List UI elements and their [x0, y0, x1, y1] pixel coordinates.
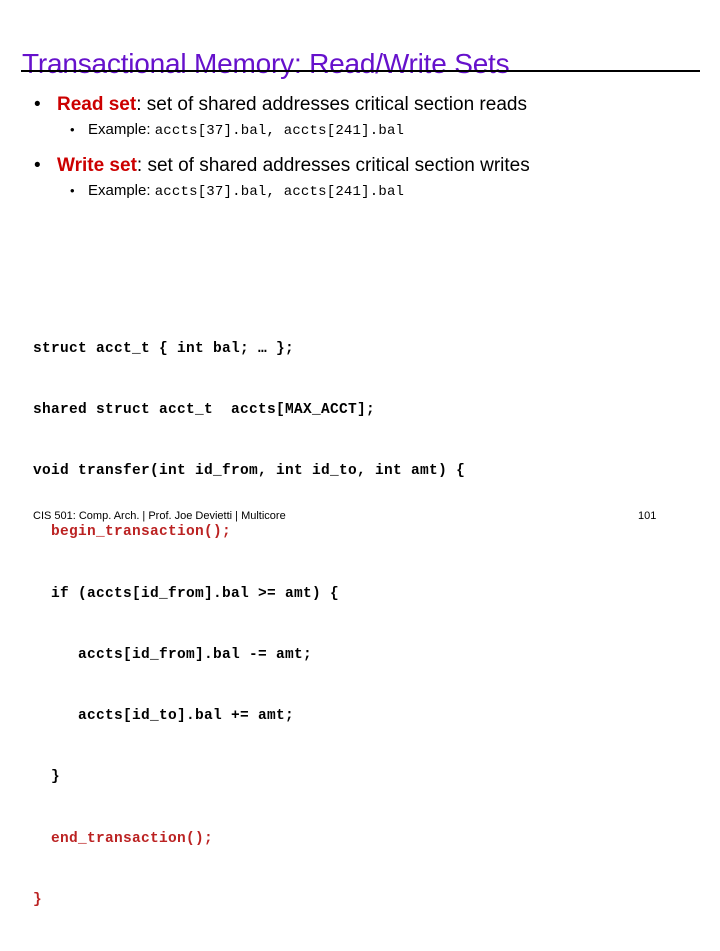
- code-line: shared struct acct_t accts[MAX_ACCT];: [33, 402, 376, 419]
- bullet-read-set-text: : set of shared addresses critical secti…: [136, 94, 527, 115]
- code-line: accts[id_to].bal += amt;: [33, 708, 295, 725]
- page-number: 101: [638, 510, 657, 522]
- code-line: }: [33, 769, 61, 786]
- bullet-read-set: • Read set: set of shared addresses criti…: [0, 92, 720, 118]
- bullet-write-set-lead: Write set: [57, 155, 137, 176]
- example-label: Example:: [88, 121, 155, 138]
- footer-text: CIS 501: Comp. Arch. | Prof. Joe Deviett…: [33, 510, 286, 522]
- code-line: void transfer(int id_from, int id_to, in…: [33, 463, 466, 480]
- bullet-write-set-example: • Example: accts[37].bal, accts[241].bal: [0, 179, 720, 204]
- bullet-write-set: • Write set: set of shared addresses crit…: [0, 153, 720, 179]
- bullet-marker-icon: •: [34, 94, 41, 115]
- bullet-write-set-text: : set of shared addresses critical secti…: [136, 155, 530, 176]
- code-line: }: [33, 891, 43, 908]
- bullet-read-set-example: • Example: accts[37].bal, accts[241].bal: [0, 118, 720, 143]
- title-divider: [21, 70, 700, 72]
- sub-bullet-marker-icon: •: [70, 122, 75, 137]
- code-line: struct acct_t { int bal; … };: [33, 340, 295, 357]
- code-line: accts[id_from].bal -= amt;: [33, 646, 313, 663]
- example-label: Example:: [88, 182, 155, 199]
- bullet-list: •Read set: set of shared addresses criti…: [0, 92, 720, 204]
- sub-bullet-marker-icon: •: [70, 183, 75, 198]
- bullet-spacer: [0, 143, 720, 153]
- example-code: accts[37].bal, accts[241].bal: [154, 123, 405, 139]
- code-listing: struct acct_t { int bal; … }; shared str…: [33, 298, 465, 951]
- code-line-begin-transaction: begin_transaction();: [33, 524, 232, 541]
- example-code: accts[37].bal, accts[241].bal: [154, 184, 405, 200]
- bullet-marker-icon: •: [34, 155, 41, 176]
- page-title: Transactional Memory: Read/Write Sets: [22, 47, 510, 79]
- code-line: if (accts[id_from].bal >= amt) {: [33, 585, 340, 602]
- slide-canvas: Transactional Memory: Read/Write Sets • R…: [0, 47, 720, 908]
- bullet-read-set-lead: Read set: [57, 94, 137, 115]
- code-line-end-transaction: end_transaction();: [33, 830, 214, 847]
